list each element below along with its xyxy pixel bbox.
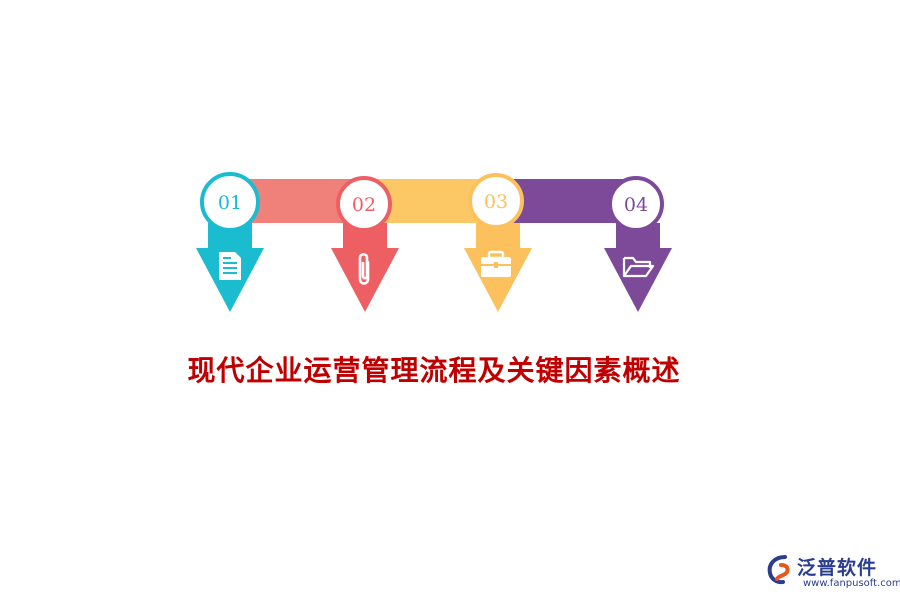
step-2-badge (336, 176, 392, 232)
step-1-badge (200, 172, 260, 232)
step-2: 02 (331, 176, 399, 312)
step-4-arrow (604, 223, 672, 312)
folder-icon (622, 256, 655, 278)
step-4-number: 04 (624, 194, 648, 216)
step-3-number: 03 (484, 191, 508, 213)
logo-url: www.fanpusoft.com (803, 578, 900, 589)
briefcase-icon (481, 250, 511, 277)
step-3-badge (468, 173, 524, 229)
document-icon (219, 252, 241, 280)
step-1-number: 01 (218, 192, 242, 214)
logo-name: 泛普软件 (797, 557, 878, 579)
fanpu-logo[interactable]: 泛普软件 www.fanpusoft.com (765, 551, 900, 593)
step-4: 04 (604, 176, 672, 312)
step-1: 01 (196, 172, 264, 312)
step-4-badge (608, 176, 664, 232)
step-3: 03 (464, 173, 532, 312)
paperclip-icon (358, 252, 370, 285)
fanpu-logo-icon (767, 555, 790, 585)
step-2-number: 02 (352, 194, 376, 216)
step-2-arrow (331, 223, 399, 312)
diagram-title: 现代企业运营管理流程及关键因素概述 (187, 354, 681, 387)
